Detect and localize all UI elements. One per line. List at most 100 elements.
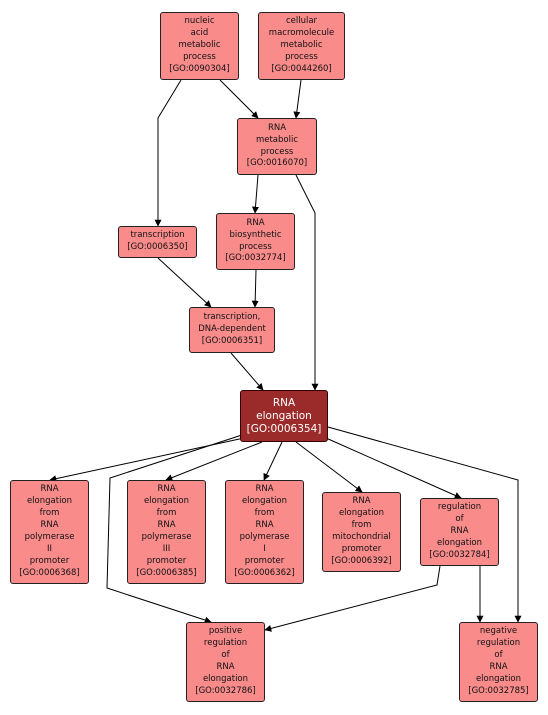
node-label-line: III [162,543,171,554]
node-label-line: RNA [450,526,469,537]
edge-n0032774-to-n0006351 [251,269,259,308]
node-label-line: RNA [352,496,371,507]
node-rna-elongation-pol-iii[interactable]: RNA elongation from RNA polymerase III p… [127,480,206,584]
node-transcription[interactable]: transcription [GO:0006350] [118,226,197,258]
node-label-line: promoter [341,543,382,554]
edge-n0016070-to-n0032774 [252,174,259,214]
node-go-id: [GO:0006392] [331,555,392,566]
node-go-id: [GO:0032785] [468,685,529,696]
edge-n0090304-to-n0006350 [154,79,182,227]
node-go-id: [GO:0006354] [246,422,322,435]
node-positive-regulation-of-rna-elongation[interactable]: positive regulation of RNA elongation [G… [186,622,265,702]
node-label-line: regulation [203,638,248,649]
node-label-line: of [494,650,503,661]
node-rna-metabolic-process[interactable]: RNA metabolic process [GO:0016070] [237,118,317,175]
edge-n0006354-to-n0032784 [325,437,462,499]
node-rna-elongation-mitochondrial[interactable]: RNA elongation from mitochondrial promot… [322,492,401,572]
node-label-line: metabolic [255,134,299,145]
node-label-line: RNA [157,520,176,531]
node-label-line: elongation [436,537,483,548]
node-label-line: RNA [40,520,59,531]
node-go-id: [GO:0044260] [271,63,332,74]
node-label-line: from [351,520,372,531]
node-label-line: elongation [202,673,249,684]
node-label-line: elongation [338,508,385,519]
node-label-line: transcription, [203,312,261,323]
edge-n0032784-to-n0032786 [264,565,441,632]
node-rna-biosynthetic-process[interactable]: RNA biosynthetic process [GO:0032774] [216,213,295,270]
node-label-line: positive [208,626,243,637]
node-go-id: [GO:0006351] [201,335,263,346]
node-label-line: II [46,543,52,554]
node-label-line: RNA [267,122,287,133]
node-go-id: [GO:0016070] [246,158,308,169]
edge-n0044260-to-n0016070 [293,79,302,119]
node-label-line: I [263,543,266,554]
edge-n0006350-to-n0006351 [157,257,212,308]
node-go-id: [GO:0032774] [225,253,286,264]
node-negative-regulation-of-rna-elongation[interactable]: negative regulation of RNA elongation [G… [459,622,538,702]
node-label-line: RNA [157,484,176,495]
node-label-line: polymerase [24,532,75,542]
node-label-line: from [39,508,60,519]
node-cellular-macromolecule-metabolic-process[interactable]: cellular macromolecule metabolic process… [258,12,345,80]
node-rna-elongation-pol-i[interactable]: RNA elongation from RNA polymerase I pro… [225,480,304,584]
node-label-line: metabolic [280,40,323,51]
edge-n0006354-to-n0032786 [106,433,246,624]
node-label-line: RNA [40,484,59,495]
node-label-line: promoter [29,555,70,566]
node-regulation-of-rna-elongation[interactable]: regulation of RNA elongation [GO:0032784… [420,498,499,566]
node-label-line: polymerase [141,532,192,542]
node-label-line: polymerase [239,532,290,542]
node-label-line: elongation [241,496,288,507]
node-label-line: DNA-dependent [198,324,266,335]
edge-n0006351-to-n0006354 [230,352,264,391]
node-label-line: promoter [146,555,187,566]
node-label-line: process [285,51,318,62]
node-label-line: RNA [272,396,296,409]
node-label-line: RNA [246,217,265,228]
node-label-line: negative [479,626,518,637]
node-label-line: of [455,514,464,525]
node-go-id: [GO:0032784] [429,549,490,560]
node-label-line: mitochondrial [332,532,391,542]
edge-n0090304-to-n0016070 [219,79,259,119]
node-go-id: [GO:0006385] [136,567,197,578]
node-label-line: elongation [256,409,312,422]
edge-n0006354-to-n0006385 [165,441,263,481]
node-label-line: RNA [489,662,508,672]
node-go-id: [GO:0006368] [19,567,80,578]
node-go-id: [GO:0006362] [234,567,295,578]
node-label-line: RNA [255,520,274,531]
node-go-id: [GO:0090304] [169,63,230,74]
node-label-line: promoter [244,555,285,566]
edge-n0016070-to-n0006354 [295,174,319,391]
node-rna-elongation-pol-ii[interactable]: RNA elongation from RNA polymerase II pr… [10,480,89,584]
node-label-line: elongation [143,496,190,507]
node-label-line: biosynthetic [229,229,282,240]
node-label-line: macromolecule [268,28,335,39]
node-label-line: cellular [285,16,318,27]
edge-n0006354-to-n0006362 [263,441,283,481]
node-label-line: acid [190,28,209,39]
node-go-id: [GO:0006350] [127,242,188,252]
node-go-id: [GO:0032786] [195,685,256,696]
edge-n0006354-to-n0006392 [295,441,363,493]
node-nucleic-acid-metabolic-process[interactable]: nucleic acid metabolic process [GO:00903… [160,12,239,80]
node-label-line: RNA [255,484,274,495]
node-label-line: metabolic [178,40,221,51]
node-label-line: process [183,51,216,62]
node-label-line: of [221,650,230,661]
edge-n0006354-to-n0032785 [327,426,522,623]
node-label-line: elongation [26,496,73,507]
node-label-line: RNA [216,662,235,672]
node-rna-elongation[interactable]: RNA elongation [GO:0006354] [240,390,328,442]
node-transcription-dna-dependent[interactable]: transcription, DNA-dependent [GO:0006351… [189,307,275,353]
node-label-line: transcription [130,230,185,241]
node-label-line: process [239,241,272,252]
node-label-line: nucleic [184,16,215,27]
node-label-line: from [254,508,275,519]
node-label-line: from [156,508,177,519]
